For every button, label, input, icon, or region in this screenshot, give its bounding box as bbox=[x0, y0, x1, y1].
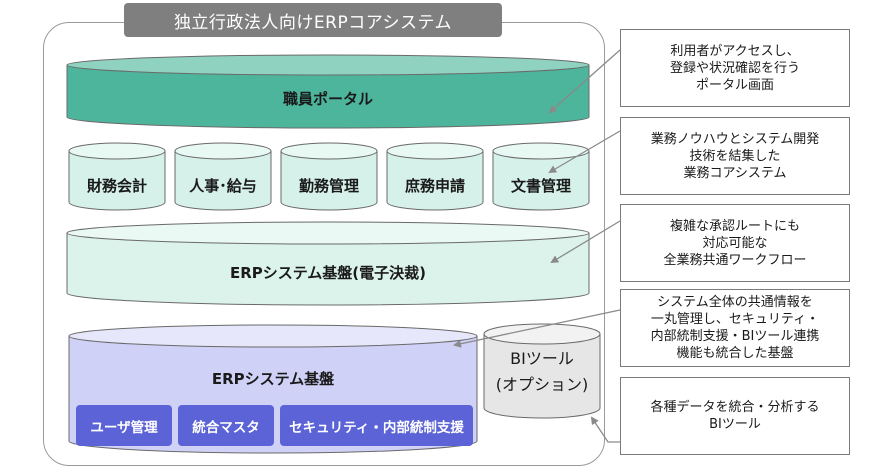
portal-cylinder bbox=[66, 54, 590, 129]
workflow-cylinder bbox=[66, 221, 590, 306]
module-cylinder-2 bbox=[280, 142, 378, 211]
workflow-label: ERPシステム基盤(電子決裁) bbox=[229, 263, 427, 282]
bi-tool-label-line1: BIツール bbox=[510, 349, 574, 368]
module-general-affairs: 庶務申請 bbox=[404, 176, 465, 195]
note-bi-tool: 各種データを統合・分析する BIツール bbox=[620, 377, 850, 455]
module-hr-payroll: 人事･給与 bbox=[189, 176, 257, 195]
component-security-internal-control: セキュリティ・内部統制支援 bbox=[280, 405, 473, 446]
component-user-management: ユーザ管理 bbox=[76, 405, 172, 446]
note-core-system: 業務ノウハウとシステム開発 技術を結集した 業務コアシステム bbox=[620, 117, 850, 195]
portal-label: 職員ポータル bbox=[282, 89, 373, 108]
module-cylinder-1 bbox=[174, 142, 272, 211]
module-cylinder-3 bbox=[386, 142, 484, 211]
module-document-management: 文書管理 bbox=[510, 176, 571, 195]
bi-tool-label-line2: (オプション) bbox=[495, 375, 589, 394]
module-financial-accounting: 財務会計 bbox=[86, 176, 147, 195]
note-platform: システム全体の共通情報を 一丸管理し、セキュリティ・ 内部統制支援・BIツール連… bbox=[620, 289, 850, 367]
platform-label: ERPシステム基盤 bbox=[211, 369, 335, 388]
module-attendance: 勤務管理 bbox=[298, 176, 359, 195]
note-portal: 利用者がアクセスし、 登録や状況確認を行う ポータル画面 bbox=[620, 29, 850, 107]
note-workflow: 複雑な承認ルートにも 対応可能な 全業務共通ワークフロー bbox=[620, 204, 850, 282]
module-cylinder-0 bbox=[68, 142, 166, 211]
component-integrated-master: 統合マスタ bbox=[178, 405, 274, 446]
diagram-title: 独立行政法人向けERPコアシステム bbox=[124, 3, 502, 37]
